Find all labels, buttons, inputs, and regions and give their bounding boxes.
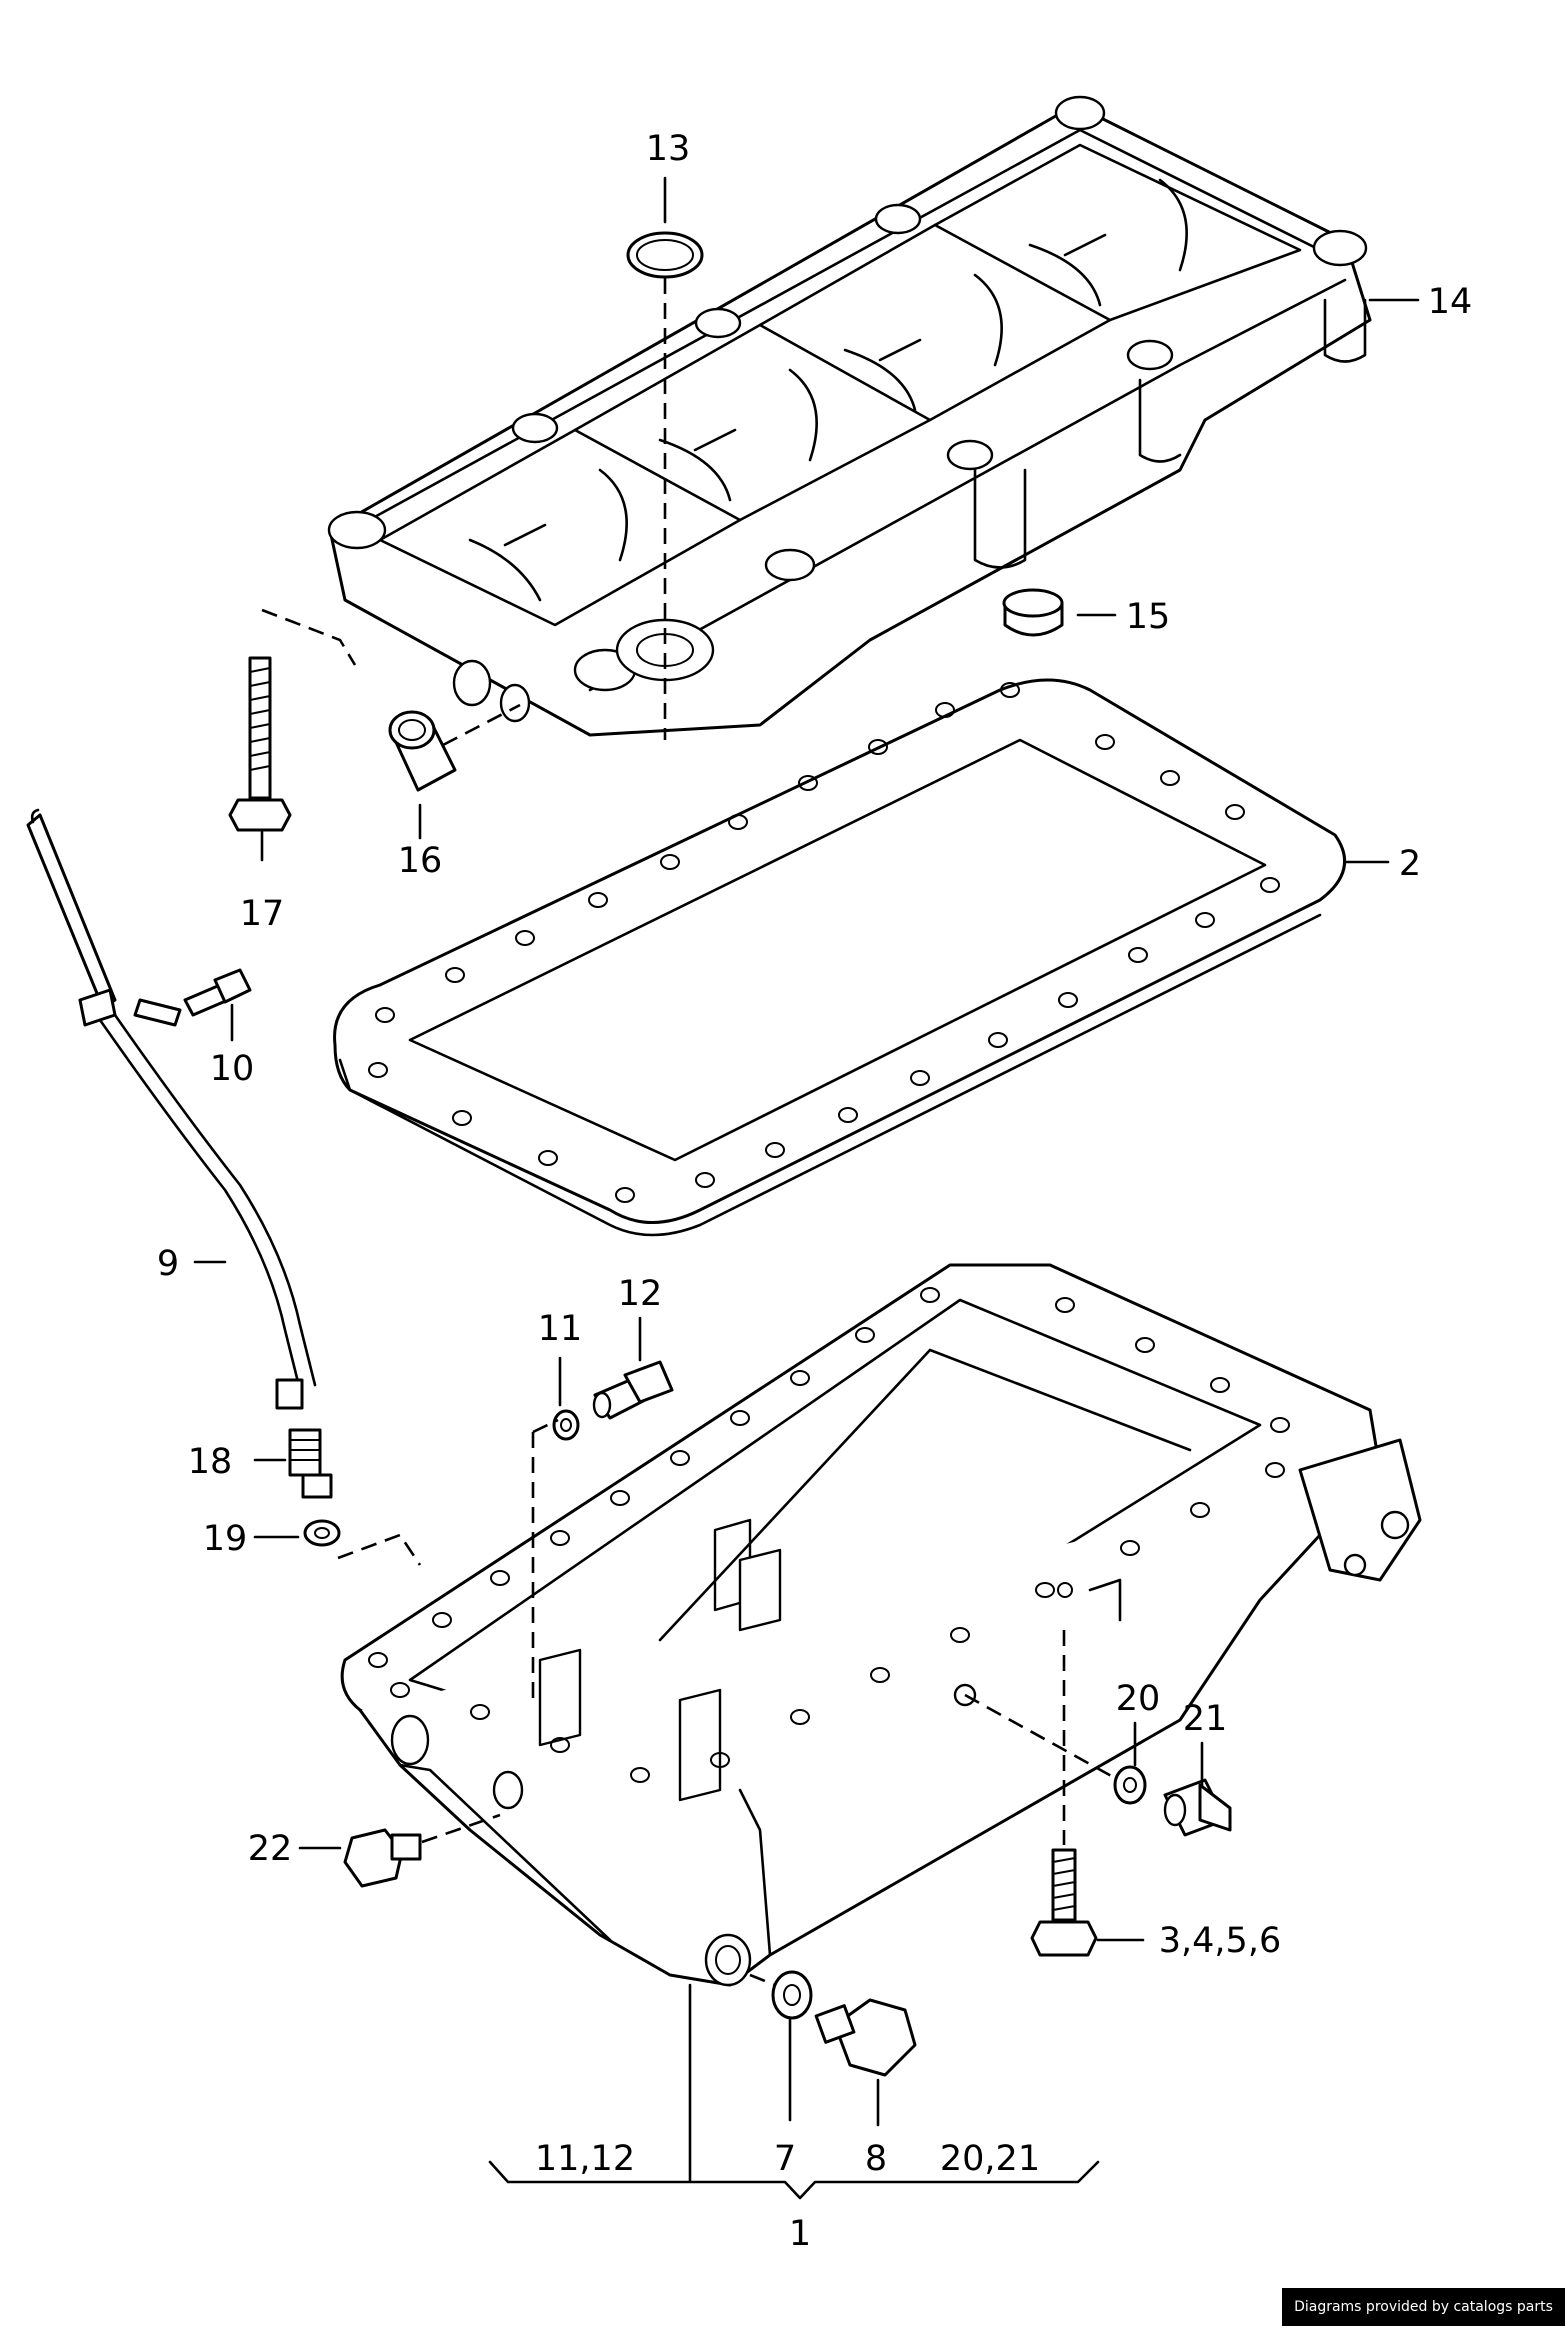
- callout-18: 18: [188, 1442, 233, 1482]
- callout-7: 7: [774, 2139, 796, 2179]
- dipstick-tube-part-9: [26, 808, 317, 1410]
- frame-bolt-bosses: [327, 95, 1368, 692]
- o-ring-part-13: [626, 231, 704, 279]
- callout-group-20-21: 20,21: [940, 2139, 1040, 2179]
- fitting-part-18: [288, 1428, 333, 1499]
- bolt-part-17: [228, 656, 292, 832]
- sender-part-21: [1163, 1778, 1232, 1837]
- gasket-part-2: [333, 678, 1347, 1237]
- callout-13: 13: [646, 129, 691, 169]
- washer-part-11: [552, 1409, 580, 1441]
- callout-22: 22: [248, 1829, 293, 1869]
- bolt-part-10: [183, 968, 252, 1017]
- drain-plug-part-8: [814, 1998, 917, 2077]
- callout-3-4-5-6: 3,4,5,6: [1159, 1921, 1281, 1961]
- washer-part-7: [771, 1970, 813, 2020]
- callout-21: 21: [1183, 1699, 1228, 1739]
- callout-15: 15: [1126, 597, 1171, 637]
- callout-16: 16: [398, 841, 443, 881]
- leader-lines: [193, 176, 1420, 2200]
- sleeve-part-16: [388, 710, 457, 792]
- callout-1: 1: [789, 2214, 811, 2254]
- callout-8: 8: [865, 2139, 887, 2179]
- bolt-part-22: [343, 1828, 422, 1888]
- credit-banner: Diagrams provided by catalogs parts: [1282, 2288, 1565, 2326]
- oil-pan-part-1: [340, 1263, 1422, 1987]
- callout-14: 14: [1428, 282, 1473, 322]
- callout-20: 20: [1116, 1679, 1161, 1719]
- bolt-part-3-4-5-6: [1030, 1848, 1098, 1957]
- callout-11: 11: [538, 1309, 583, 1349]
- sender-part-12: [592, 1360, 674, 1420]
- pan-flange-holes: [368, 1287, 1290, 1783]
- callout-17: 17: [240, 894, 285, 934]
- callout-group-11-12: 11,12: [535, 2139, 635, 2179]
- washer-part-19: [303, 1519, 341, 1547]
- callout-2: 2: [1399, 844, 1421, 884]
- baffle-frame-part: [327, 95, 1372, 737]
- callout-19: 19: [203, 1519, 248, 1559]
- callout-9: 9: [157, 1244, 179, 1284]
- washer-part-20: [1113, 1765, 1147, 1805]
- callout-10: 10: [210, 1049, 255, 1089]
- cap-part-15: [1002, 588, 1064, 637]
- gasket-bolt-holes: [368, 682, 1280, 1203]
- callout-12: 12: [618, 1274, 663, 1314]
- callout-labels: 13 14 15 16 17 2 10 9 11 12 18 19 20 21 …: [157, 129, 1472, 2254]
